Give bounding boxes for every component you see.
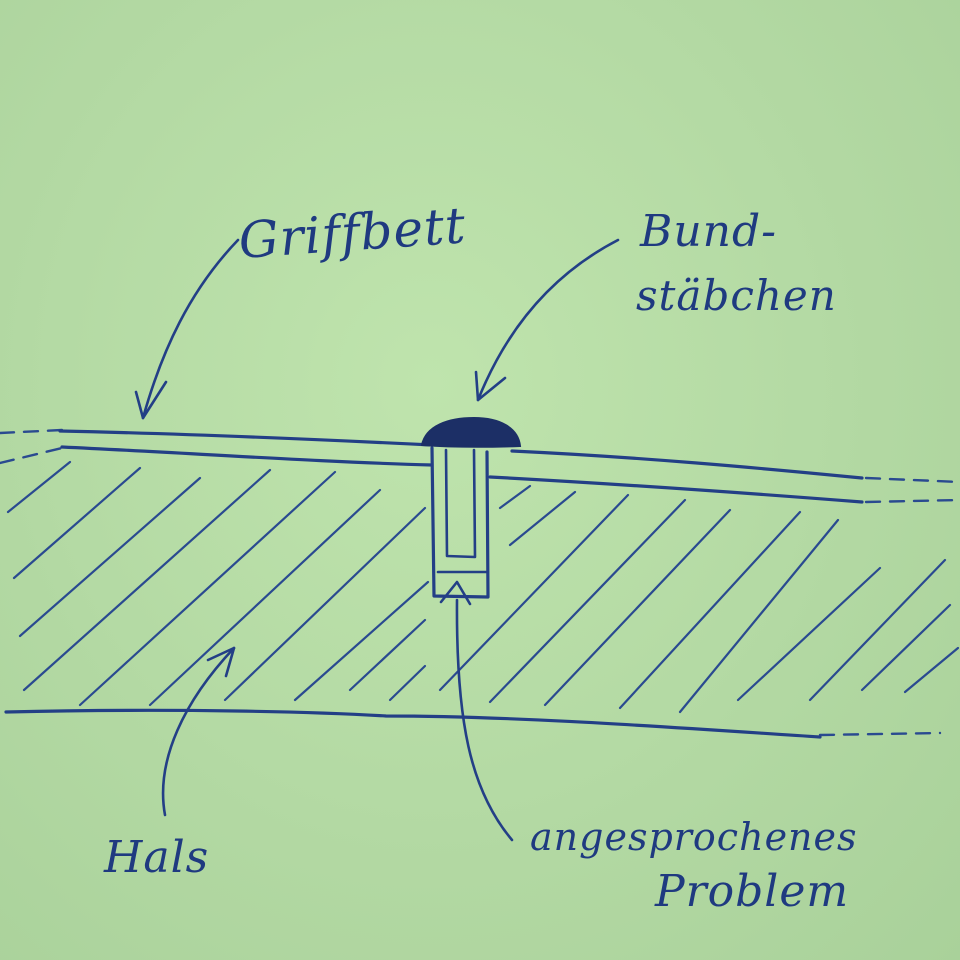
- fingerboard-bottom-dashed-left: [0, 446, 64, 465]
- fingerboard-arrowhead: [134, 380, 168, 420]
- fingerboard-bottom-line: [60, 445, 434, 467]
- fingerboard-arrow: [141, 238, 240, 420]
- problem-label-line2: Problem: [654, 866, 849, 917]
- neck-bottom-line: [4, 708, 822, 739]
- fret-label-line2: stäbchen: [636, 271, 837, 320]
- fret-arrow: [476, 238, 620, 402]
- fret-crown: [420, 416, 522, 448]
- neck-hatching: [6, 460, 960, 714]
- problem-arrow: [455, 598, 514, 842]
- fret-slot: [430, 446, 490, 599]
- neck-label: Hals: [103, 832, 209, 883]
- neck-arrowhead: [206, 646, 236, 678]
- fret-label-line1: Bund-: [639, 206, 777, 257]
- neck-bottom-dashed-right: [818, 731, 942, 737]
- fingerboard-bottom-dashed-right: [864, 498, 960, 504]
- fingerboard-top-line: [58, 429, 434, 447]
- fingerboard-bottom-line-right: [488, 475, 864, 504]
- neck-arrow: [161, 646, 236, 817]
- fret-arrowhead: [474, 370, 507, 402]
- fingerboard-top-dashed-left: [0, 428, 64, 435]
- problem-label-line1: angesprochenes: [530, 815, 858, 859]
- fingerboard-top-line-right: [510, 449, 864, 480]
- problem-arrowhead: [439, 580, 472, 606]
- fingerboard-label: Griffbett: [237, 196, 468, 270]
- fingerboard-top-dashed-right: [864, 476, 960, 484]
- fret-tang: [444, 448, 477, 559]
